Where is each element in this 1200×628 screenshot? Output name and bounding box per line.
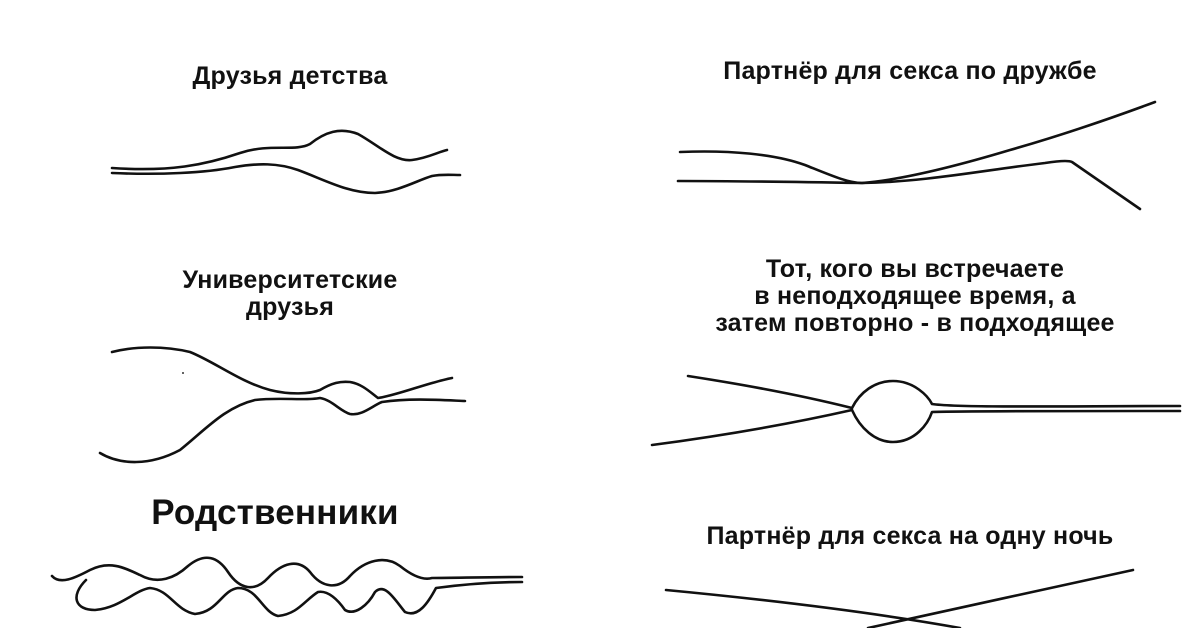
caption-wrong-time: Тот, кого вы встречаете в неподходящее в… — [715, 255, 1115, 337]
wrong-time-bubble-bottom — [850, 408, 1182, 444]
childhood-line-lower — [110, 163, 462, 195]
wrong-time-bubble-top — [850, 379, 1182, 410]
one-night-line-a — [664, 588, 962, 628]
caption-fwb: Партнёр для секса по дружбе — [723, 57, 1097, 85]
one-night-line-b — [866, 568, 1135, 628]
one-night-lines — [664, 568, 1135, 628]
university-ink-dot — [182, 372, 184, 374]
caption-one-night: Партнёр для секса на одну ночь — [706, 522, 1114, 550]
relatives-lines — [50, 556, 524, 618]
fwb-line-long — [678, 100, 1157, 185]
university-line-upper — [110, 346, 454, 400]
wrong-time-line-b — [650, 408, 854, 447]
caption-university-friends: Университетские друзья — [182, 266, 398, 321]
wrong-time-lines — [650, 374, 1182, 447]
caption-childhood-friends: Друзья детства — [192, 62, 388, 90]
fwb-lines — [676, 100, 1157, 211]
childhood-line-upper — [110, 129, 449, 171]
relatives-line-a — [50, 556, 524, 589]
childhood-friends-lines — [110, 129, 462, 195]
university-line-lower — [98, 396, 467, 464]
caption-relatives: Родственники — [151, 493, 399, 532]
wrong-time-line-a — [686, 374, 854, 410]
university-friends-lines — [98, 346, 467, 464]
fwb-line-break — [676, 159, 1142, 211]
relatives-line-b — [75, 578, 524, 618]
